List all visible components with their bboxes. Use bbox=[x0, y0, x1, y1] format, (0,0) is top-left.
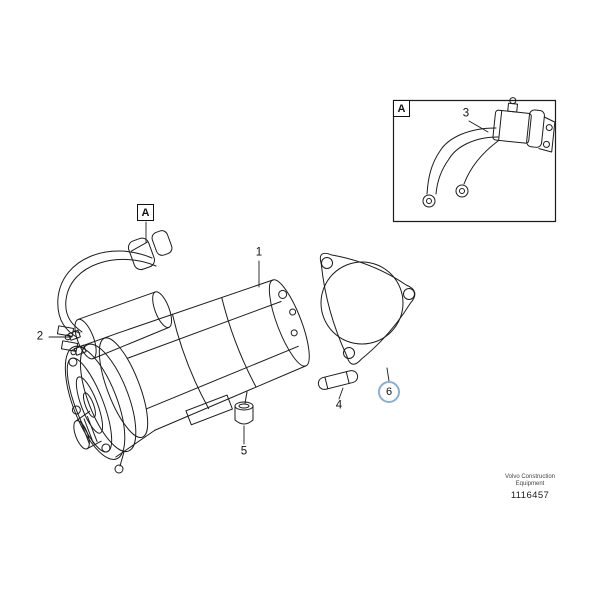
leader-4 bbox=[338, 387, 344, 400]
callout-6-highlight-ring: 6 bbox=[378, 381, 400, 403]
cap-drawing bbox=[234, 391, 254, 425]
footer: Volvo Construction Equipment 1116457 bbox=[500, 474, 560, 501]
brand-line1: Volvo Construction bbox=[504, 474, 556, 480]
leader-6 bbox=[386, 367, 390, 382]
callout-1: 1 bbox=[255, 246, 263, 259]
part-number: 1116457 bbox=[510, 489, 550, 501]
callout-3: 3 bbox=[462, 107, 470, 120]
detail-view-label-box: A bbox=[393, 100, 410, 117]
detail-reference-label-box: A bbox=[137, 204, 154, 221]
motor-cable-drawing bbox=[57, 250, 157, 339]
relay-caps-drawing bbox=[127, 230, 173, 271]
callout-4: 4 bbox=[335, 399, 343, 412]
callout-6: 6 bbox=[385, 386, 393, 398]
detail-inset-box bbox=[392, 97, 557, 223]
callout-5: 5 bbox=[240, 445, 248, 458]
gasket-drawing bbox=[319, 252, 416, 365]
pin-drawing bbox=[317, 370, 359, 390]
detail-view-label: A bbox=[397, 102, 406, 115]
brand-line2: Equipment bbox=[515, 480, 545, 487]
starter-motor-drawing bbox=[56, 230, 310, 474]
detail-reference-label: A bbox=[141, 206, 150, 219]
cable-assembly-drawing bbox=[422, 97, 556, 208]
leader-lines bbox=[48, 120, 489, 445]
leader-3 bbox=[468, 120, 489, 133]
lower-stud-drawing bbox=[114, 451, 125, 474]
callout-2: 2 bbox=[36, 330, 44, 343]
terminal-studs-drawing bbox=[56, 325, 85, 352]
